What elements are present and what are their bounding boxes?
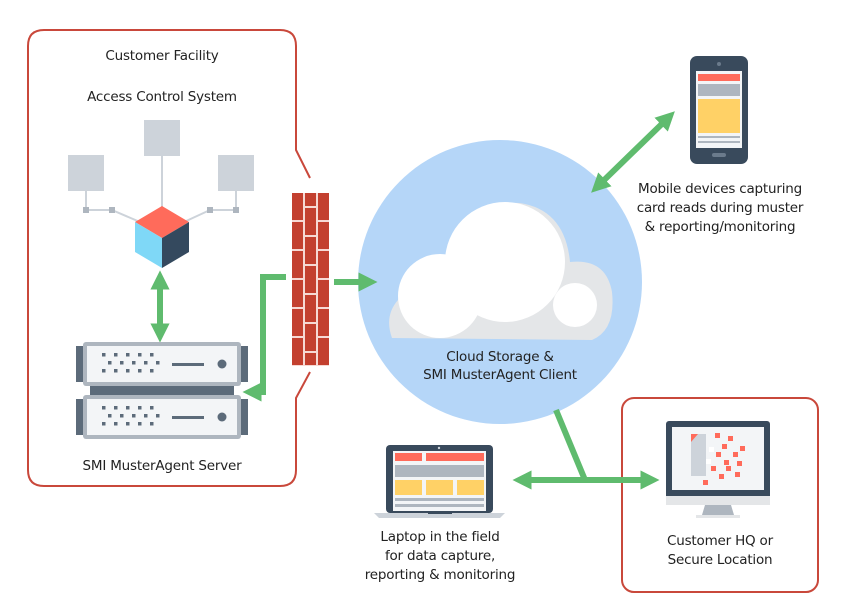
server-rack-icon	[76, 342, 248, 439]
arrow-server-firewall	[242, 274, 286, 402]
server-label: SMI MusterAgent Server	[82, 458, 242, 474]
cloud-label-line2: SMI MusterAgent Client	[423, 367, 577, 383]
smartphone-icon	[690, 56, 748, 164]
access-control-network-icon	[68, 120, 254, 268]
customer-facility-title: Customer Facility	[105, 48, 219, 64]
customer-facility-frame	[27, 29, 311, 487]
access-control-label: Access Control System	[87, 89, 237, 105]
desktop-monitor-icon	[666, 421, 770, 518]
laptop-label-line3: reporting & monitoring	[364, 567, 516, 583]
customer-hq-frame	[621, 397, 819, 593]
firewall-brick-wall-icon	[292, 193, 329, 366]
mobile-label-line1: Mobile devices capturing	[638, 181, 802, 197]
cloud-icon	[389, 202, 613, 340]
laptop-label-line2: for data capture,	[384, 548, 496, 564]
laptop-label-line1: Laptop in the field	[380, 529, 500, 545]
mobile-label-line2: card reads during muster	[636, 200, 804, 216]
laptop-icon	[374, 445, 505, 518]
hq-label-line2: Secure Location	[667, 552, 773, 568]
arrow-cloud-mobile	[591, 111, 675, 193]
cloud-label-line1: Cloud Storage &	[446, 349, 554, 365]
mobile-label-line3: & reporting/monitoring	[644, 219, 796, 235]
arrow-cloud-junction	[553, 408, 588, 482]
hq-label-line1: Customer HQ or	[667, 533, 773, 549]
